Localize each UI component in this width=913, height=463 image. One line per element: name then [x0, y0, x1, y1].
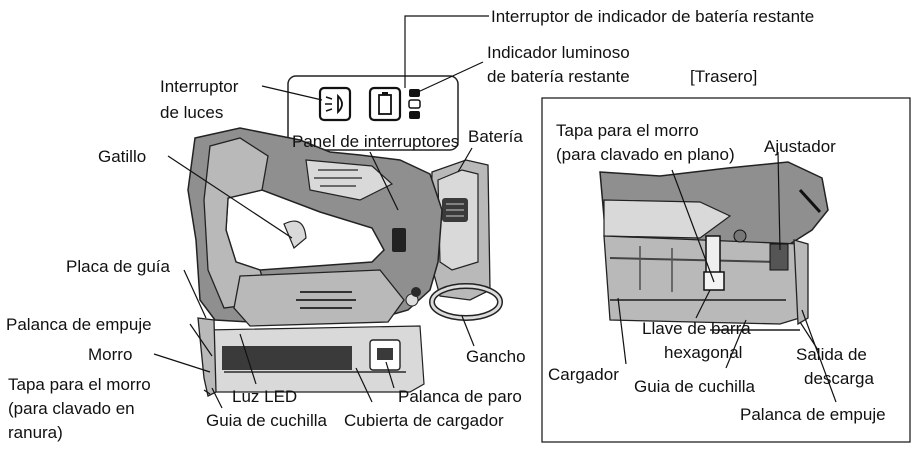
label-hook: Gancho	[466, 347, 526, 366]
label-push-lever: Palanca de empuje	[6, 315, 152, 334]
label-battery: Batería	[468, 127, 523, 146]
label-guide-plate: Placa de guía	[66, 257, 171, 276]
label-nose-cap-3: ranura)	[8, 423, 63, 442]
label-light-switch-1: Interruptor	[160, 77, 239, 96]
label-rear-adjuster: Ajustador	[764, 137, 836, 156]
label-switch-panel: Panel de interruptores	[292, 132, 459, 151]
label-rear-exhaust-1: Salida de	[796, 345, 867, 364]
label-blade-guide: Guia de cuchilla	[206, 411, 328, 430]
label-battery-lamp-1: Indicador luminoso	[487, 43, 630, 62]
label-rear-hex-wrench-1: Llave de barra	[642, 319, 751, 338]
label-rear-magazine: Cargador	[548, 365, 619, 384]
switch-panel-inset	[287, 75, 459, 151]
label-rear-hex-wrench-2: hexagonal	[664, 343, 742, 362]
label-rear-title: [Trasero]	[690, 67, 757, 86]
label-nose: Morro	[88, 345, 132, 364]
battery-switch-icon	[368, 86, 402, 122]
label-battery-indicator-switch: Interruptor de indicador de batería rest…	[491, 7, 814, 26]
label-trigger: Gatillo	[98, 147, 146, 166]
battery-lamp-icon	[408, 89, 421, 119]
label-magazine-cover: Cubierta de cargador	[344, 411, 504, 430]
label-rear-blade-guide: Guia de cuchilla	[634, 377, 756, 396]
light-switch-icon	[318, 86, 352, 122]
rear-leader-lines	[617, 151, 837, 403]
label-rear-exhaust-2: descarga	[804, 369, 874, 388]
label-battery-lamp-2: de batería restante	[487, 67, 630, 86]
label-rear-push-lever: Palanca de empuje	[740, 405, 886, 424]
label-rear-nose-cap-2: (para clavado en plano)	[556, 145, 735, 164]
leader-lines	[153, 15, 489, 409]
label-nose-cap-1: Tapa para el morro	[8, 375, 151, 394]
nailer-body	[187, 127, 503, 397]
label-rear-nose-cap-1: Tapa para el morro	[556, 121, 699, 140]
label-stop-lever: Palanca de paro	[398, 387, 522, 406]
label-light-switch-2: de luces	[160, 103, 223, 122]
rear-view-tool	[599, 161, 829, 331]
label-nose-cap-2: (para clavado en	[8, 399, 135, 418]
label-led-light: Luz LED	[232, 387, 297, 406]
